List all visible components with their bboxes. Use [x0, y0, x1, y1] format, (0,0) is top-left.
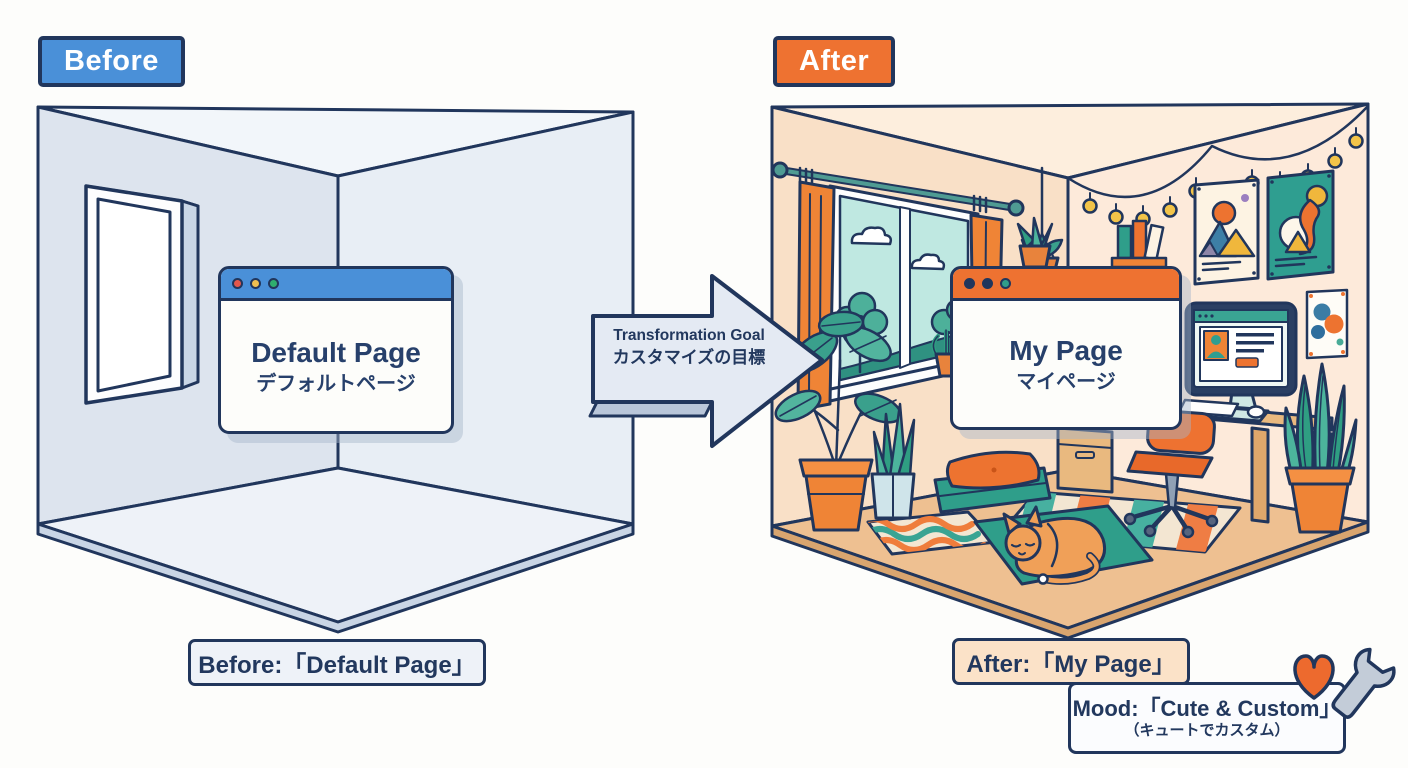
leafy-plant — [774, 310, 902, 532]
my-page-title: My Page — [1009, 334, 1123, 366]
arrow-label: Transformation Goal カスタマイズの目標 — [594, 326, 784, 371]
browser-window-before: Default Page デフォルトページ — [218, 266, 454, 434]
browser-top-books — [1110, 219, 1168, 269]
mood-line-1: Mood:「Cute & Custom」 — [1072, 695, 1342, 721]
poster-mountains — [1193, 178, 1260, 286]
red-dot-icon — [232, 278, 243, 289]
mood-line-2: （キュートでカスタム） — [1124, 722, 1290, 740]
browser-content: Default Page デフォルトページ — [221, 301, 451, 431]
heart-icon — [1293, 654, 1335, 700]
browser-titlebar — [953, 269, 1179, 301]
navy-dot-icon — [964, 278, 975, 289]
mouse — [1246, 405, 1266, 419]
arrow-label-en: Transformation Goal — [613, 327, 765, 344]
browser-top-plant — [1016, 216, 1054, 269]
transformation-arrow — [588, 274, 824, 448]
desk-chair — [1123, 409, 1219, 539]
before-caption: Before:「Default Page」 — [188, 639, 486, 686]
poster-abstract — [1266, 169, 1335, 281]
before-room — [36, 105, 635, 634]
wrench-icon — [1331, 647, 1396, 719]
my-page-subtitle: マイページ — [1016, 370, 1116, 393]
browser-window-after: My Page マイページ — [950, 266, 1182, 430]
after-caption: After:「My Page」 — [952, 638, 1190, 685]
before-badge: Before — [38, 36, 185, 87]
cloud-icon — [910, 253, 946, 271]
yellow-dot-icon — [250, 278, 261, 289]
mood-caption: Mood:「Cute & Custom」 （キュートでカスタム） — [1068, 682, 1346, 754]
cube-pot-plant — [870, 402, 916, 520]
teal-dot-icon — [1000, 278, 1011, 289]
navy-dot-icon — [982, 278, 993, 289]
cushions — [933, 450, 1052, 514]
after-badge: After — [773, 36, 896, 87]
default-page-subtitle: デフォルトページ — [256, 372, 416, 395]
sleeping-cat — [1002, 505, 1107, 585]
browser-titlebar — [221, 269, 451, 301]
green-dot-icon — [268, 278, 279, 289]
default-page-title: Default Page — [251, 336, 421, 368]
mood-icons — [1293, 647, 1396, 719]
browser-content: My Page マイページ — [953, 301, 1179, 427]
before-window — [84, 184, 200, 405]
cloud-icon — [850, 226, 893, 246]
poster-circles — [1305, 288, 1349, 360]
tall-snake-plant — [1283, 362, 1358, 534]
before-floor-edge — [36, 522, 635, 634]
after-floor-edge — [770, 520, 1370, 640]
arrow-label-ja: カスタマイズの目標 — [612, 348, 766, 368]
